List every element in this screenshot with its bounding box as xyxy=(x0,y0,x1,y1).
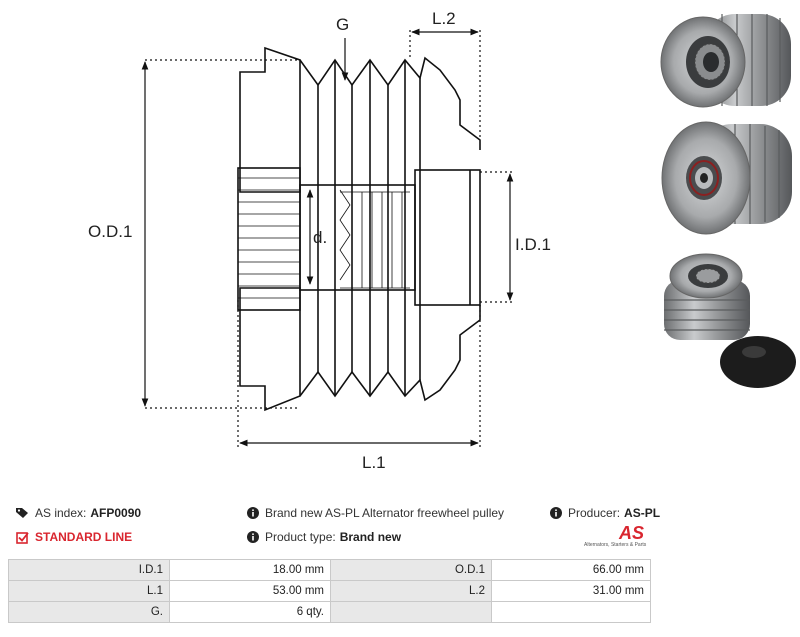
spec-value: 53.00 mm xyxy=(169,580,331,602)
label-d: d. xyxy=(313,228,327,247)
checkbox-checked-icon xyxy=(16,531,29,544)
as-index-value: AFP0090 xyxy=(90,506,142,520)
spec-label: I.D.1 xyxy=(8,559,170,581)
label-l1: L.1 xyxy=(362,453,386,472)
spec-label: L.2 xyxy=(330,580,492,602)
extension-lines xyxy=(145,30,515,450)
producer-value: AS-PL xyxy=(624,506,661,520)
spec-value: 6 qty. xyxy=(169,601,331,623)
spec-label xyxy=(330,601,492,623)
bore-thread xyxy=(339,189,410,289)
product-description: Brand new AS-PL Alternator freewheel pul… xyxy=(265,506,505,520)
producer-label: Producer: xyxy=(568,506,621,520)
info-icon xyxy=(550,507,562,519)
table-row: I.D.1 18.00 mm O.D.1 66.00 mm xyxy=(8,559,651,581)
spec-value: 31.00 mm xyxy=(491,580,651,602)
info-icon xyxy=(247,507,259,519)
description-row: Brand new AS-PL Alternator freewheel pul… xyxy=(247,506,504,520)
product-type-label: Product type: xyxy=(265,530,336,544)
label-g: G xyxy=(336,15,349,34)
as-index-row: AS index: AFP0090 xyxy=(16,506,141,520)
standard-line-label: STANDARD LINE xyxy=(35,530,133,544)
as-index-label: AS index: xyxy=(35,506,87,520)
table-row: G. 6 qty. xyxy=(8,601,651,623)
as-pl-logo: AS Alternators, Starters & Parts xyxy=(584,524,650,548)
product-photos xyxy=(660,14,796,388)
product-type-row: Product type: Brand new xyxy=(247,530,401,544)
spec-value xyxy=(491,601,651,623)
dimension-arrows xyxy=(141,28,514,447)
pulley-outline xyxy=(237,46,481,412)
logo-mark: AS xyxy=(618,523,644,543)
label-od1: O.D.1 xyxy=(88,222,132,241)
pulley-photo-spline-side xyxy=(660,14,791,108)
producer-row: Producer: AS-PL xyxy=(550,506,660,520)
tag-icon xyxy=(16,508,28,518)
pulley-photo-with-cap xyxy=(664,253,796,388)
spec-label: O.D.1 xyxy=(330,559,492,581)
specification-table: I.D.1 18.00 mm O.D.1 66.00 mm L.1 53.00 … xyxy=(8,559,651,623)
info-icon xyxy=(247,531,259,543)
spline-hatching xyxy=(238,177,300,299)
spec-value: 66.00 mm xyxy=(491,559,651,581)
pulley-technical-drawing: G L.2 O.D.1 I.D.1 d. L.1 xyxy=(88,9,551,472)
label-id1: I.D.1 xyxy=(515,235,551,254)
standard-line-row: STANDARD LINE xyxy=(16,530,132,544)
pulley-photo-bearing-side xyxy=(661,121,792,235)
table-row: L.1 53.00 mm L.2 31.00 mm xyxy=(8,580,651,602)
label-l2: L.2 xyxy=(432,9,456,28)
spec-value: 18.00 mm xyxy=(169,559,331,581)
logo-tagline: Alternators, Starters & Parts xyxy=(584,542,647,548)
product-type-value: Brand new xyxy=(339,530,402,544)
spec-label: G. xyxy=(8,601,170,623)
spec-label: L.1 xyxy=(8,580,170,602)
